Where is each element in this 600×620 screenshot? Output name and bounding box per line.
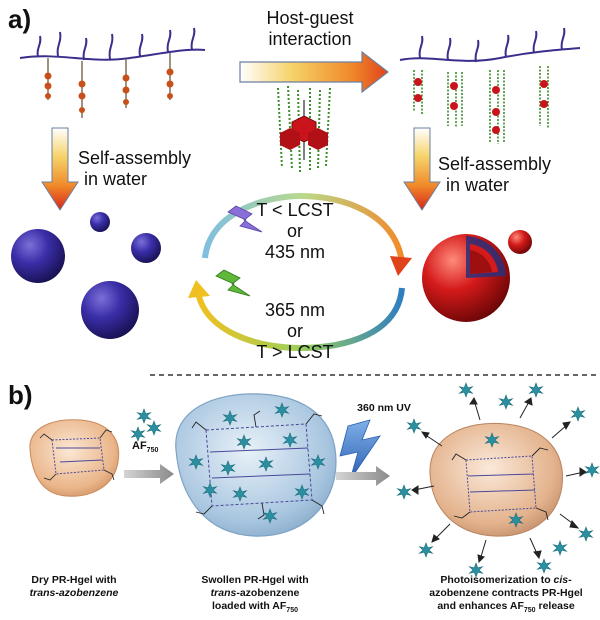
caption-contract-line1: Photoisomerization to cis-: [416, 574, 596, 587]
caption-contract-line3: and enhances AF750 release: [416, 600, 596, 617]
uv-label: 360 nm UV: [357, 402, 411, 414]
cycle-top-line1: T < LCST: [256, 200, 334, 220]
polymer-pendants-left: [44, 53, 174, 118]
caption-swollen-gel: Swollen PR-Hgel with trans-azobenzene lo…: [180, 574, 330, 617]
dry-gel: [29, 419, 120, 497]
right-assembly-line2: in water: [446, 175, 510, 195]
caption-swollen-line2-italic: trans: [210, 587, 237, 599]
light-bolt-365: [215, 269, 251, 297]
caption-swollen-line2: trans-azobenzene: [180, 587, 330, 600]
panel-a-label: a): [8, 4, 32, 34]
caption-dry-gel: Dry PR-Hgel with trans-azobenzene: [14, 574, 134, 600]
panel-b-label: b): [8, 380, 33, 410]
caption-dry-line2-text: trans-azobenzene: [29, 587, 119, 599]
polymer-rotaxanes-right: [413, 66, 549, 144]
caption-dry-line2: trans-azobenzene: [14, 587, 134, 600]
af750-label-sub: 750: [146, 447, 159, 455]
caption-dry-line1: Dry PR-Hgel with: [31, 574, 117, 586]
host-guest-label-line1: Host-guest: [266, 8, 354, 28]
contracted-gel: [429, 422, 563, 537]
vesicle-nanoparticles: [422, 230, 532, 322]
reversible-cycle: [188, 192, 412, 352]
caption-swollen-line1: Swollen PR-Hgel with: [201, 574, 309, 586]
cycle-top-line2: or: [286, 221, 303, 241]
polymer-chain-right: [399, 27, 581, 63]
af750-label-main: AF: [132, 440, 147, 452]
af750-stars-load: [131, 408, 161, 442]
caption-contract-line3-end: release: [535, 600, 575, 612]
caption-contract-line3-main: and enhances AF: [437, 600, 524, 612]
load-arrow: [124, 464, 174, 484]
right-assembly-line1: Self-assembly: [438, 154, 552, 174]
left-assembly-label: Self-assembly in water: [78, 148, 218, 190]
cycle-top-line3: 435 nm: [264, 242, 326, 262]
caption-contract-line1-end: -: [568, 574, 572, 586]
caption-contracted-gel: Photoisomerization to cis- azobenzene co…: [416, 574, 596, 617]
swollen-gel: [175, 393, 337, 537]
left-assembly-line2: in water: [84, 169, 148, 189]
af750-label: AF750: [132, 440, 158, 457]
self-assembly-arrow-left: [41, 127, 79, 211]
host-guest-arrow: [239, 50, 389, 94]
host-guest-label-line2: interaction: [268, 29, 352, 49]
host-guest-label: Host-guest interaction: [240, 8, 380, 50]
caption-contract-line2: azobenzene contracts PR-Hgel: [429, 587, 583, 599]
caption-contract-line1-italic: cis: [553, 574, 569, 586]
cycle-bottom-line3: T > LCST: [256, 342, 334, 362]
caption-swollen-line2-rest: -azobenzene: [236, 587, 300, 599]
caption-contract-line1-main: Photoisomerization to: [440, 574, 554, 586]
caption-swollen-line3-main: loaded with AF: [212, 600, 287, 612]
left-assembly-line1: Self-assembly: [78, 148, 192, 168]
released-af750: [397, 382, 599, 578]
host-guest-complex: [277, 85, 331, 173]
release-arrow: [336, 466, 390, 486]
caption-swollen-line3-sub: 750: [286, 607, 298, 615]
polymer-chain-left: [19, 27, 206, 61]
light-bolt-435: [227, 205, 263, 233]
cycle-bottom-line2: or: [286, 321, 303, 341]
caption-swollen-line3: loaded with AF750: [180, 600, 330, 617]
cycle-bottom-line1: 365 nm: [264, 300, 326, 320]
micelle-nanoparticles: [11, 212, 161, 339]
cycle-bottom-label: 365 nm or T > LCST: [240, 300, 350, 363]
caption-contract-line3-sub: 750: [523, 607, 536, 615]
uv-light-bolt: [339, 419, 381, 481]
cycle-top-label: T < LCST or 435 nm: [240, 200, 350, 263]
self-assembly-arrow-right: [403, 127, 441, 211]
right-assembly-label: Self-assembly in water: [438, 154, 588, 196]
